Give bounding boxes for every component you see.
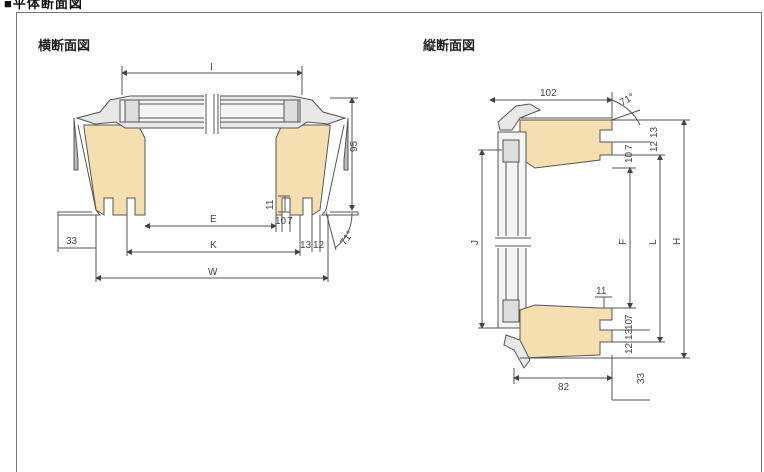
- dim-angle-vertical: 71°: [618, 92, 637, 109]
- dim-L: L: [648, 239, 659, 245]
- vertical-section-title: 縦断面図: [423, 38, 476, 53]
- dim-7: 7: [287, 216, 293, 227]
- dim-J: J: [470, 240, 481, 245]
- dim-K: K: [210, 240, 217, 251]
- dim-7-top: 7: [624, 144, 635, 150]
- dim-11-bottom: 11: [596, 286, 607, 297]
- vertical-section: [478, 92, 690, 401]
- dim-10: 10: [275, 216, 287, 227]
- dim-82: 82: [558, 382, 570, 393]
- dim-H: H: [672, 238, 683, 245]
- drawing-frame: [16, 12, 762, 472]
- bottom-wood-block: [519, 304, 613, 359]
- dim-W: W: [208, 267, 218, 278]
- dim-10-bottom: 10: [624, 318, 635, 330]
- dim-33-vertical: 33: [636, 372, 647, 384]
- dim-12-top: 12: [649, 140, 660, 152]
- dim-12: 12: [313, 240, 325, 251]
- dim-13-top: 13: [649, 126, 660, 138]
- dim-11: 11: [265, 199, 276, 210]
- dim-7-bottom: 7: [624, 314, 635, 320]
- dim-13: 13: [300, 240, 312, 251]
- dim-95: 95: [349, 140, 360, 152]
- dim-I: I: [210, 62, 213, 73]
- right-wood-block: [275, 124, 331, 216]
- top-wood-block: [519, 119, 613, 169]
- dim-102: 102: [540, 88, 557, 99]
- horizontal-section: [57, 66, 359, 282]
- left-wood-block: [83, 124, 146, 216]
- dim-13-bottom: 13: [624, 328, 635, 340]
- dim-E: E: [210, 214, 217, 225]
- dim-F: F: [618, 239, 629, 245]
- dim-33: 33: [66, 236, 78, 247]
- horizontal-section-title: 横断面図: [38, 38, 91, 53]
- page-heading: ■平体断面図: [4, 0, 83, 11]
- dim-12-bottom: 12: [624, 342, 635, 354]
- dim-10-top: 10: [624, 151, 635, 163]
- dim-angle-horizontal: 71°: [338, 229, 356, 248]
